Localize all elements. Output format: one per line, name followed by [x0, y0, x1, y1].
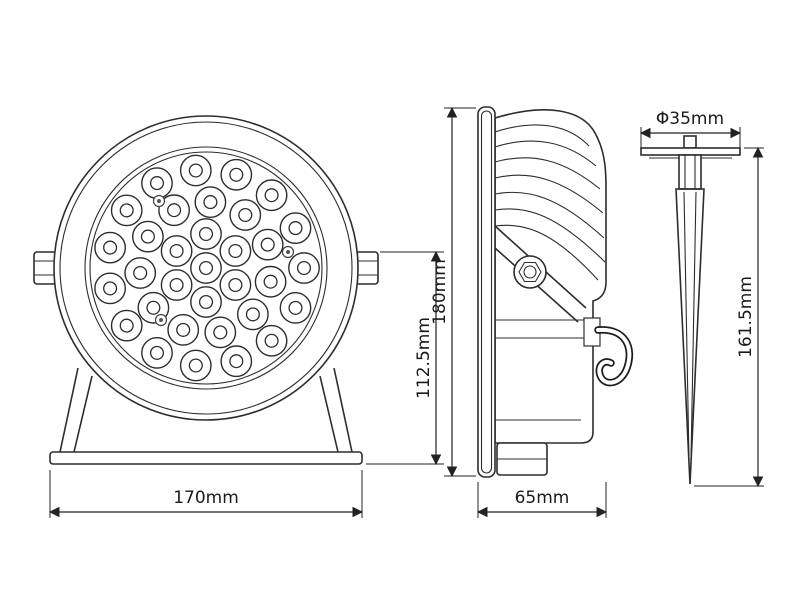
spike-cone-edge: [690, 191, 697, 461]
front-view: [33, 115, 379, 465]
led: [198, 294, 214, 310]
bracket-leg-right-inner: [319, 375, 339, 453]
side-view: [477, 106, 634, 478]
spike-collar: [678, 154, 702, 190]
lens-outer-ring: [84, 146, 328, 390]
front-plate-inner: [480, 110, 493, 474]
led: [263, 274, 278, 289]
dim-front-width: 170mm: [48, 470, 364, 518]
bracket-leg-left-inner: [73, 375, 93, 453]
led: [288, 300, 303, 315]
led: [169, 277, 184, 293]
dim-side-depth: 65mm: [476, 482, 608, 518]
led: [264, 188, 279, 203]
led: [149, 345, 165, 360]
led: [229, 354, 244, 369]
knob-left: [33, 251, 57, 285]
led: [228, 277, 243, 293]
led: [198, 260, 214, 276]
led: [188, 358, 203, 373]
led: [146, 300, 161, 315]
pivot-nut: [518, 261, 542, 283]
pivot-knob: [513, 255, 547, 289]
heatsink-body: [494, 109, 607, 444]
spike-plate: [640, 147, 741, 156]
spike-cone-edge: [683, 191, 690, 461]
dim-label-side-depth: 65mm: [515, 488, 570, 508]
dim-label-spike-length: 161.5mm: [736, 276, 756, 358]
dim-side-height: 180mm: [430, 106, 476, 478]
spike-top-bolt: [683, 135, 697, 149]
led: [245, 307, 260, 322]
led: [133, 265, 148, 281]
pivot-axle: [523, 265, 537, 279]
dim-label-side-height: 180mm: [430, 259, 450, 325]
power-cable-core: [596, 327, 632, 385]
led: [229, 167, 244, 182]
dim-label-spike-diameter: Φ35mm: [656, 109, 724, 129]
led: [288, 221, 303, 236]
bracket-leg-right-outer: [333, 367, 353, 453]
dim-spike-diameter: Φ35mm: [639, 109, 742, 148]
led: [264, 333, 279, 348]
led: [296, 260, 312, 276]
bracket-leg-left-outer: [59, 367, 79, 453]
led: [198, 226, 214, 242]
led: [169, 243, 184, 259]
led: [103, 281, 118, 296]
lens-inner-ring: [89, 151, 323, 385]
heatsink-fins: [494, 124, 606, 281]
led: [260, 237, 275, 252]
led: [119, 318, 134, 333]
led: [238, 207, 253, 223]
dim-label-front-width: 170mm: [173, 488, 239, 508]
front-plate: [477, 106, 496, 478]
knob-right: [355, 251, 379, 285]
dim-spike-length: 161.5mm: [694, 146, 764, 488]
ground-spike-view: [640, 135, 741, 485]
housing-inner-ring: [59, 121, 353, 415]
led: [228, 243, 243, 259]
led-array: [94, 154, 320, 382]
led: [140, 229, 155, 244]
dim-label-front-height: 112.5mm: [414, 317, 434, 399]
led: [119, 203, 134, 218]
led: [149, 176, 165, 191]
led: [176, 322, 191, 337]
led: [213, 325, 228, 340]
led: [167, 203, 182, 218]
bracket-base: [49, 451, 363, 465]
dim-front-height: 112.5mm: [366, 250, 444, 466]
led: [203, 195, 218, 210]
led: [188, 163, 203, 178]
panel-screws: [152, 194, 295, 327]
led: [103, 240, 118, 255]
spike-cone: [675, 188, 705, 485]
